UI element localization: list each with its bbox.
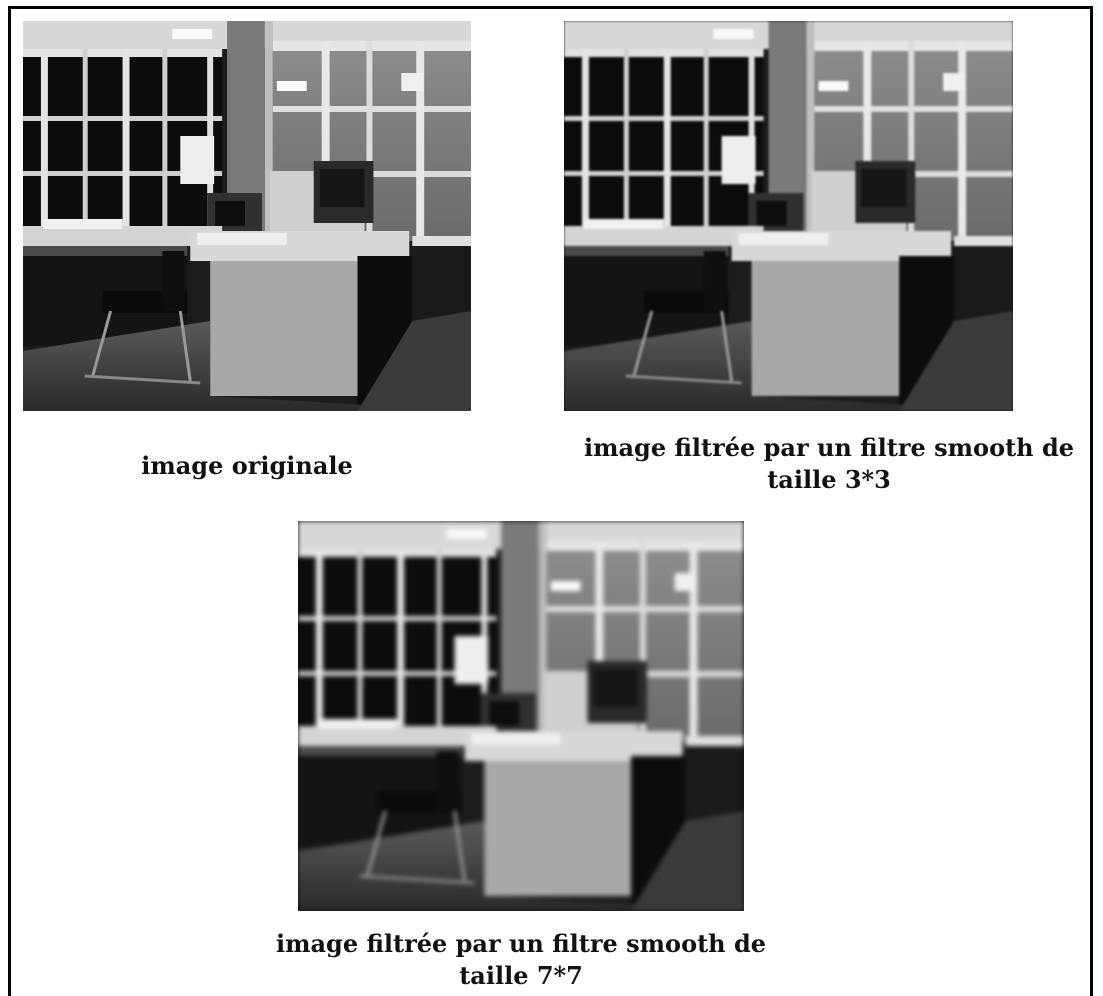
caption-3x3: image filtrée par un filtre smooth de ta… [556, 432, 1102, 496]
filtered-image-3x3 [564, 21, 1013, 411]
filtered-image-7x7 [298, 521, 744, 911]
caption-line-2: taille 7*7 [459, 961, 583, 990]
caption-line-1: image filtrée par un filtre smooth de [583, 433, 1075, 462]
original-image [23, 21, 471, 411]
caption-line-1: image filtrée par un filtre smooth de [275, 929, 767, 958]
caption-original: image originale [23, 450, 471, 482]
caption-line-2: taille 3*3 [767, 465, 891, 494]
caption-7x7: image filtrée par un filtre smooth de ta… [250, 928, 792, 992]
caption-line: image originale [141, 451, 353, 480]
